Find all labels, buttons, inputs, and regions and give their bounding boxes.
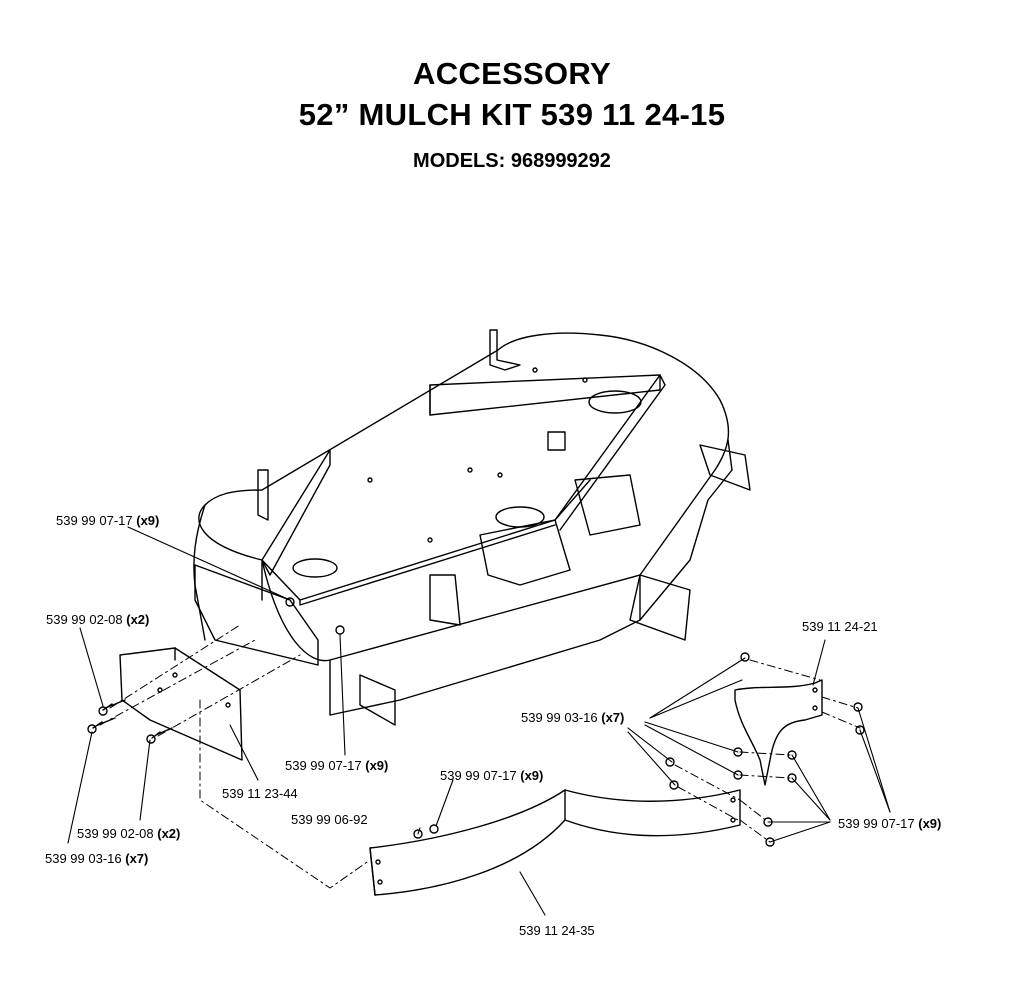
callout-nut-center-left: 539 99 07-17 (x9) [285,758,388,773]
part-number: 539 99 07-17 [56,513,133,528]
callout-right-baffle: 539 11 24-21 [802,619,878,634]
left-baffle-plate [119,647,243,761]
callout-nut-upper-left: 539 99 07-17 (x9) [56,513,159,528]
part-number: 539 99 03-16 [521,710,598,725]
quantity: (x9) [365,758,389,773]
part-number: 539 11 24-21 [802,619,878,634]
part-number: 539 99 06-92 [291,812,368,827]
callout-front-baffle: 539 11 24-35 [519,923,595,938]
callout-nut-right: 539 99 07-17 (x9) [838,816,941,831]
kit-title: 52” MULCH KIT 539 11 24-15 [298,97,726,132]
alignment-lines-right [674,659,861,843]
quantity: (x2) [126,612,150,627]
quantity: (x9) [520,768,544,783]
part-number: 539 99 02-08 [46,612,123,627]
quantity: (x9) [918,816,942,831]
part-number: 539 99 07-17 [838,816,915,831]
callout-left-baffle: 539 11 23-44 [222,786,298,801]
callout-washer: 539 99 06-92 [291,812,368,827]
right-fasteners [413,652,865,847]
part-number: 539 11 24-35 [519,923,595,938]
diagram-title: ACCESSORY [413,56,611,91]
callout-carriage-bolt-right: 539 99 03-16 (x7) [521,710,624,725]
callout-bolt-upper-left: 539 99 02-08 (x2) [46,612,149,627]
callout-carriage-bolt-left: 539 99 03-16 (x7) [45,851,148,866]
callout-nut-front: 539 99 07-17 (x9) [440,768,543,783]
leader-lines [67,526,891,916]
part-number: 539 11 23-44 [222,786,298,801]
front-baffle [369,789,741,896]
quantity: (x7) [601,710,625,725]
right-baffle [734,679,823,786]
part-number: 539 99 03-16 [45,851,122,866]
part-number: 539 99 07-17 [440,768,517,783]
models-label: MODELS: 968999292 [413,150,611,172]
part-number: 539 99 07-17 [285,758,362,773]
callout-bolt-lower-left: 539 99 02-08 (x2) [77,826,180,841]
mower-deck [193,329,751,726]
part-number: 539 99 02-08 [77,826,154,841]
quantity: (x2) [157,826,181,841]
alignment-lines-left [99,624,371,889]
quantity: (x7) [125,851,149,866]
quantity: (x9) [136,513,160,528]
